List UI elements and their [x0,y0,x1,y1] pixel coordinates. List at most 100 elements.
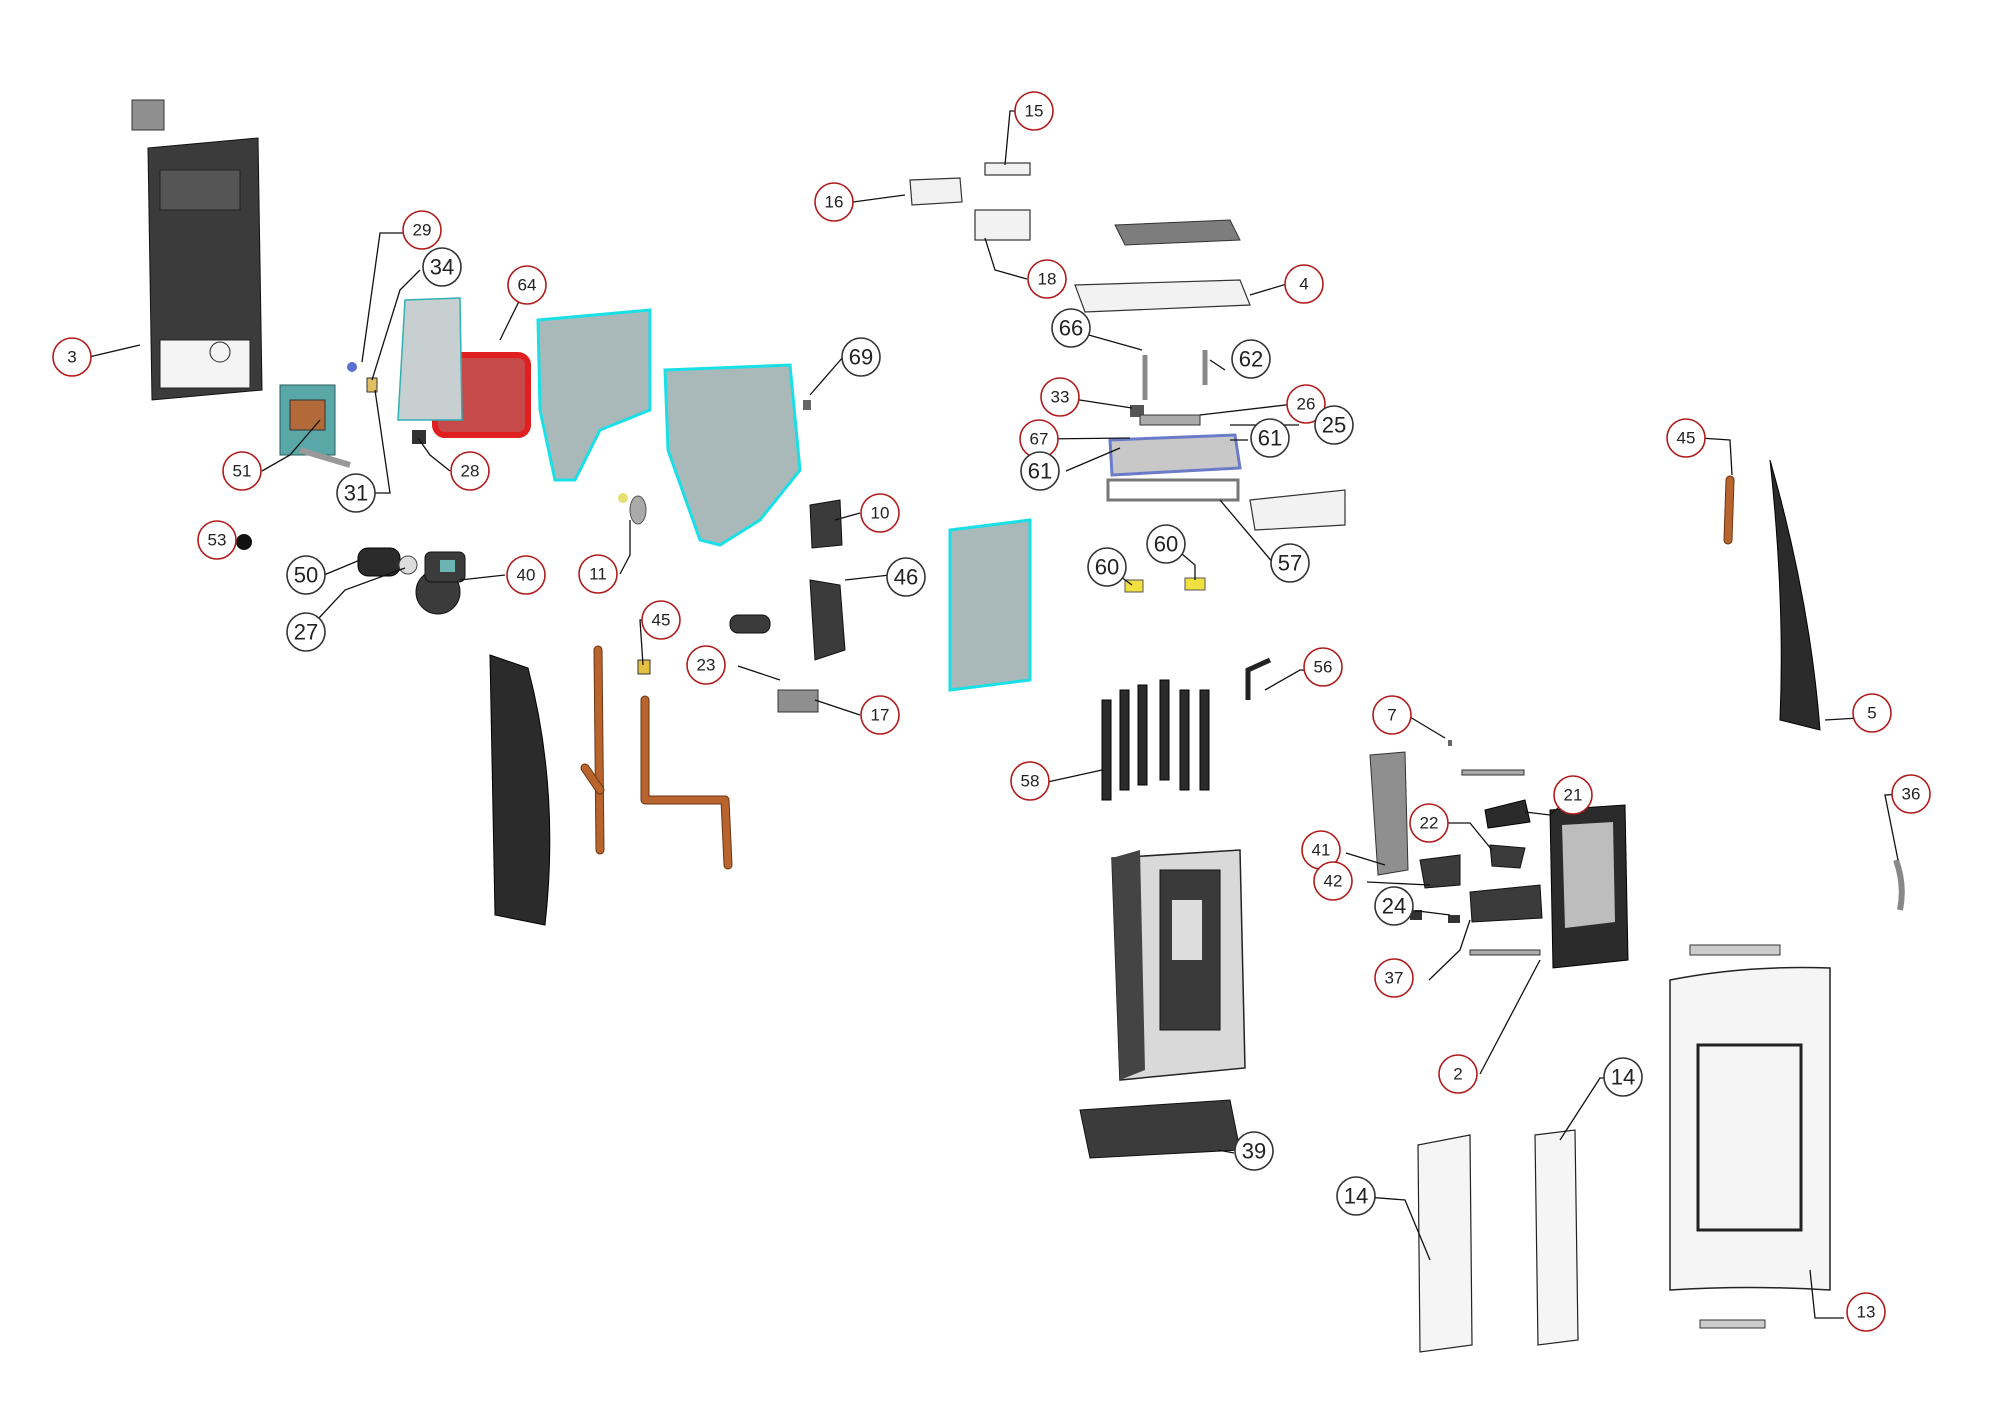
callout-circle [1438,1054,1478,1094]
callout-circle [814,182,854,222]
callout-label: 7 [1387,706,1396,725]
callout-c45b: 45 [1666,418,1706,458]
parts-layer [131,99,1905,1353]
callout-c51: 51 [222,451,262,491]
callout-c14a: 14 [1336,1176,1376,1216]
leader-lines [88,110,1912,1319]
callout-circle [507,265,547,305]
callout-circle [860,695,900,735]
callout-c36: 36 [1891,774,1931,814]
part-front-panel [1669,944,1831,1329]
callout-label: 46 [894,565,918,590]
callout-label: 28 [461,462,480,481]
callout-circle [1891,774,1931,814]
part-control-board [1369,751,1409,876]
part-water-pipes [580,645,733,870]
callout-label: 33 [1051,388,1070,407]
callout-label: 40 [517,566,536,585]
callout-circle [52,337,92,377]
callout-c31: 31 [336,473,376,513]
callout-c39: 39 [1234,1131,1274,1171]
callout-c62: 62 [1231,339,1271,379]
callout-c40: 40 [506,555,546,595]
callout-label: 11 [589,565,607,584]
callout-c60b: 60 [1146,524,1186,564]
callout-circle [422,247,462,287]
callout-c64: 64 [507,265,547,305]
part-valve-assembly [279,384,351,468]
callout-circle [578,554,618,594]
callout-circle [1270,543,1310,583]
callout-label: 26 [1297,395,1316,414]
callout-label: 2 [1453,1065,1462,1084]
callout-label: 64 [518,276,537,295]
callout-label: 66 [1059,316,1083,341]
callout-c29: 29 [402,210,442,250]
callout-c69: 69 [841,337,881,377]
callout-label: 62 [1239,347,1263,372]
callout-circle [1286,384,1326,424]
callout-circle [1313,861,1353,901]
callout-circle [1314,405,1354,445]
callout-c45a: 45 [641,600,681,640]
callout-c23: 23 [686,645,726,685]
callout-c33: 33 [1040,377,1080,417]
callout-c53: 53 [197,520,237,560]
callout-circle [686,645,726,685]
callout-c37: 37 [1374,958,1414,998]
callout-label: 53 [208,531,227,550]
callout-circle [1846,1292,1886,1332]
callout-c60a: 60 [1087,547,1127,587]
callout-label: 24 [1382,894,1406,919]
callout-label: 23 [697,656,716,675]
callout-c16: 16 [814,182,854,222]
callout-c2: 2 [1438,1054,1478,1094]
callout-circle [1553,775,1593,815]
callout-c41: 41 [1301,830,1341,870]
callout-label: 31 [344,481,368,506]
part-hopper-wall [536,308,652,482]
callout-c11: 11 [578,554,618,594]
callout-label: 45 [652,611,671,630]
callout-c18: 18 [1027,259,1067,299]
callout-label: 25 [1322,413,1346,438]
callout-c34: 34 [422,247,462,287]
callout-c61a: 61 [1250,418,1290,458]
part-side-strip-a [1417,1134,1473,1353]
callout-circle [1014,91,1054,131]
callout-circle [641,600,681,640]
callout-c21: 21 [1553,775,1593,815]
callout-circle [1374,886,1414,926]
callout-label: 22 [1420,814,1439,833]
callout-label: 34 [430,255,454,280]
callout-c27: 27 [286,612,326,652]
callout-label: 61 [1028,459,1052,484]
callout-c26: 26 [1286,384,1326,424]
callout-label: 4 [1299,275,1308,294]
callout-c50: 50 [286,555,326,595]
callout-circle [336,473,376,513]
callout-label: 56 [1314,658,1333,677]
callout-circle [1234,1131,1274,1171]
callout-circle [1372,695,1412,735]
callout-c67: 67 [1019,419,1059,459]
callout-c4: 4 [1284,264,1324,304]
callout-circle [1051,308,1091,348]
callout-circle [1336,1176,1376,1216]
callout-circle [1027,259,1067,299]
callout-circle [1603,1057,1643,1097]
part-fire-door [1549,804,1629,969]
callout-label: 51 [233,462,252,481]
callout-label: 67 [1030,430,1049,449]
callout-c46: 46 [886,557,926,597]
callout-circle [506,555,546,595]
callout-circle [1374,958,1414,998]
callout-label: 42 [1324,872,1343,891]
callout-label: 39 [1242,1139,1266,1164]
callout-label: 14 [1344,1184,1368,1209]
callout-circle [197,520,237,560]
callout-label: 18 [1038,270,1057,289]
part-heat-tubes [1101,679,1210,801]
callout-c58: 58 [1010,761,1050,801]
callout-c28: 28 [450,451,490,491]
